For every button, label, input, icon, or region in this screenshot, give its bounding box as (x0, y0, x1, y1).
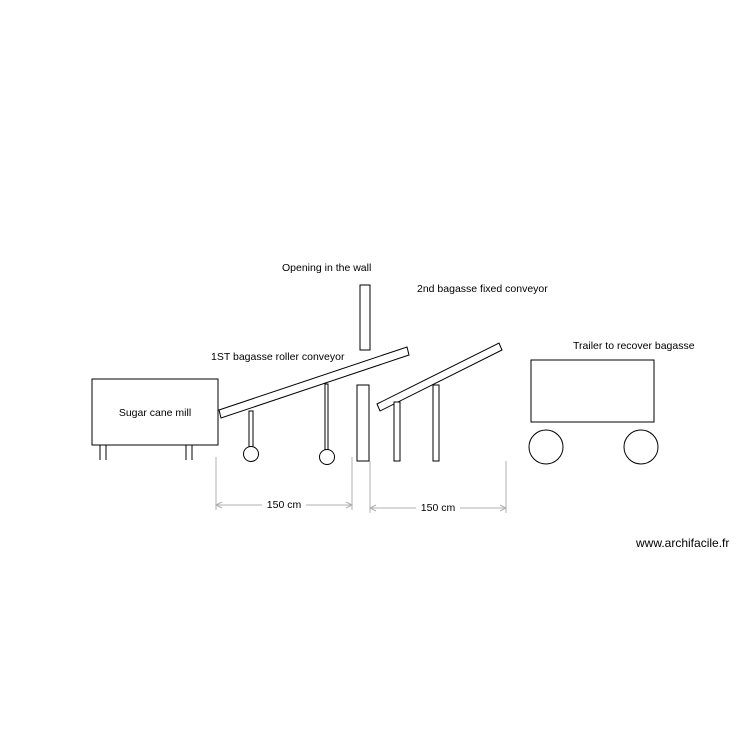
wall-opening-label: Opening in the wall (282, 262, 371, 274)
dimension-left-arrow-start (214, 501, 223, 509)
second-conveyor-leg-left (393, 401, 401, 462)
second-conveyor-leg-right (432, 384, 440, 462)
credit-link[interactable]: www.archifacile.fr (636, 536, 730, 550)
first-conveyor-wheel-left (243, 446, 259, 462)
first-conveyor-belt (218, 346, 410, 419)
dimension-left-arrow-end (345, 501, 354, 509)
wall-lower-section (356, 384, 370, 462)
dimension-right-arrow-start (368, 504, 377, 512)
dimension-right-arrow-end (499, 504, 508, 512)
trailer: Trailer to recover bagasse (528, 340, 695, 465)
dimension-right-label-bg (416, 500, 460, 514)
dimension-left-label-bg (262, 497, 306, 511)
dimension-left-label: 150 cm (267, 499, 302, 511)
trailer-body (530, 359, 655, 423)
mill-label: Sugar cane mill (119, 407, 191, 419)
first-conveyor-leg-right (324, 383, 329, 451)
second-conveyor-label: 2nd bagasse fixed conveyor (417, 283, 548, 295)
dimension-right: 150 cm (368, 461, 508, 514)
wall-upper-section (359, 284, 371, 351)
first-conveyor-leg-left (248, 410, 254, 448)
sugar-cane-mill: Sugar cane mill (91, 378, 219, 460)
wall: Opening in the wall (282, 262, 371, 462)
trailer-wheel-right (623, 429, 659, 465)
second-fixed-conveyor: 2nd bagasse fixed conveyor (376, 283, 548, 462)
first-roller-conveyor: 1ST bagasse roller conveyor (211, 346, 410, 465)
dimension-left: 150 cm (214, 457, 354, 511)
trailer-label: Trailer to recover bagasse (573, 340, 695, 352)
dimension-right-label: 150 cm (421, 502, 456, 514)
trailer-wheel-left (528, 429, 564, 465)
first-conveyor-label: 1ST bagasse roller conveyor (211, 351, 345, 363)
mill-body (91, 378, 219, 446)
first-conveyor-wheel-right (319, 449, 335, 465)
second-conveyor-belt (376, 342, 503, 412)
